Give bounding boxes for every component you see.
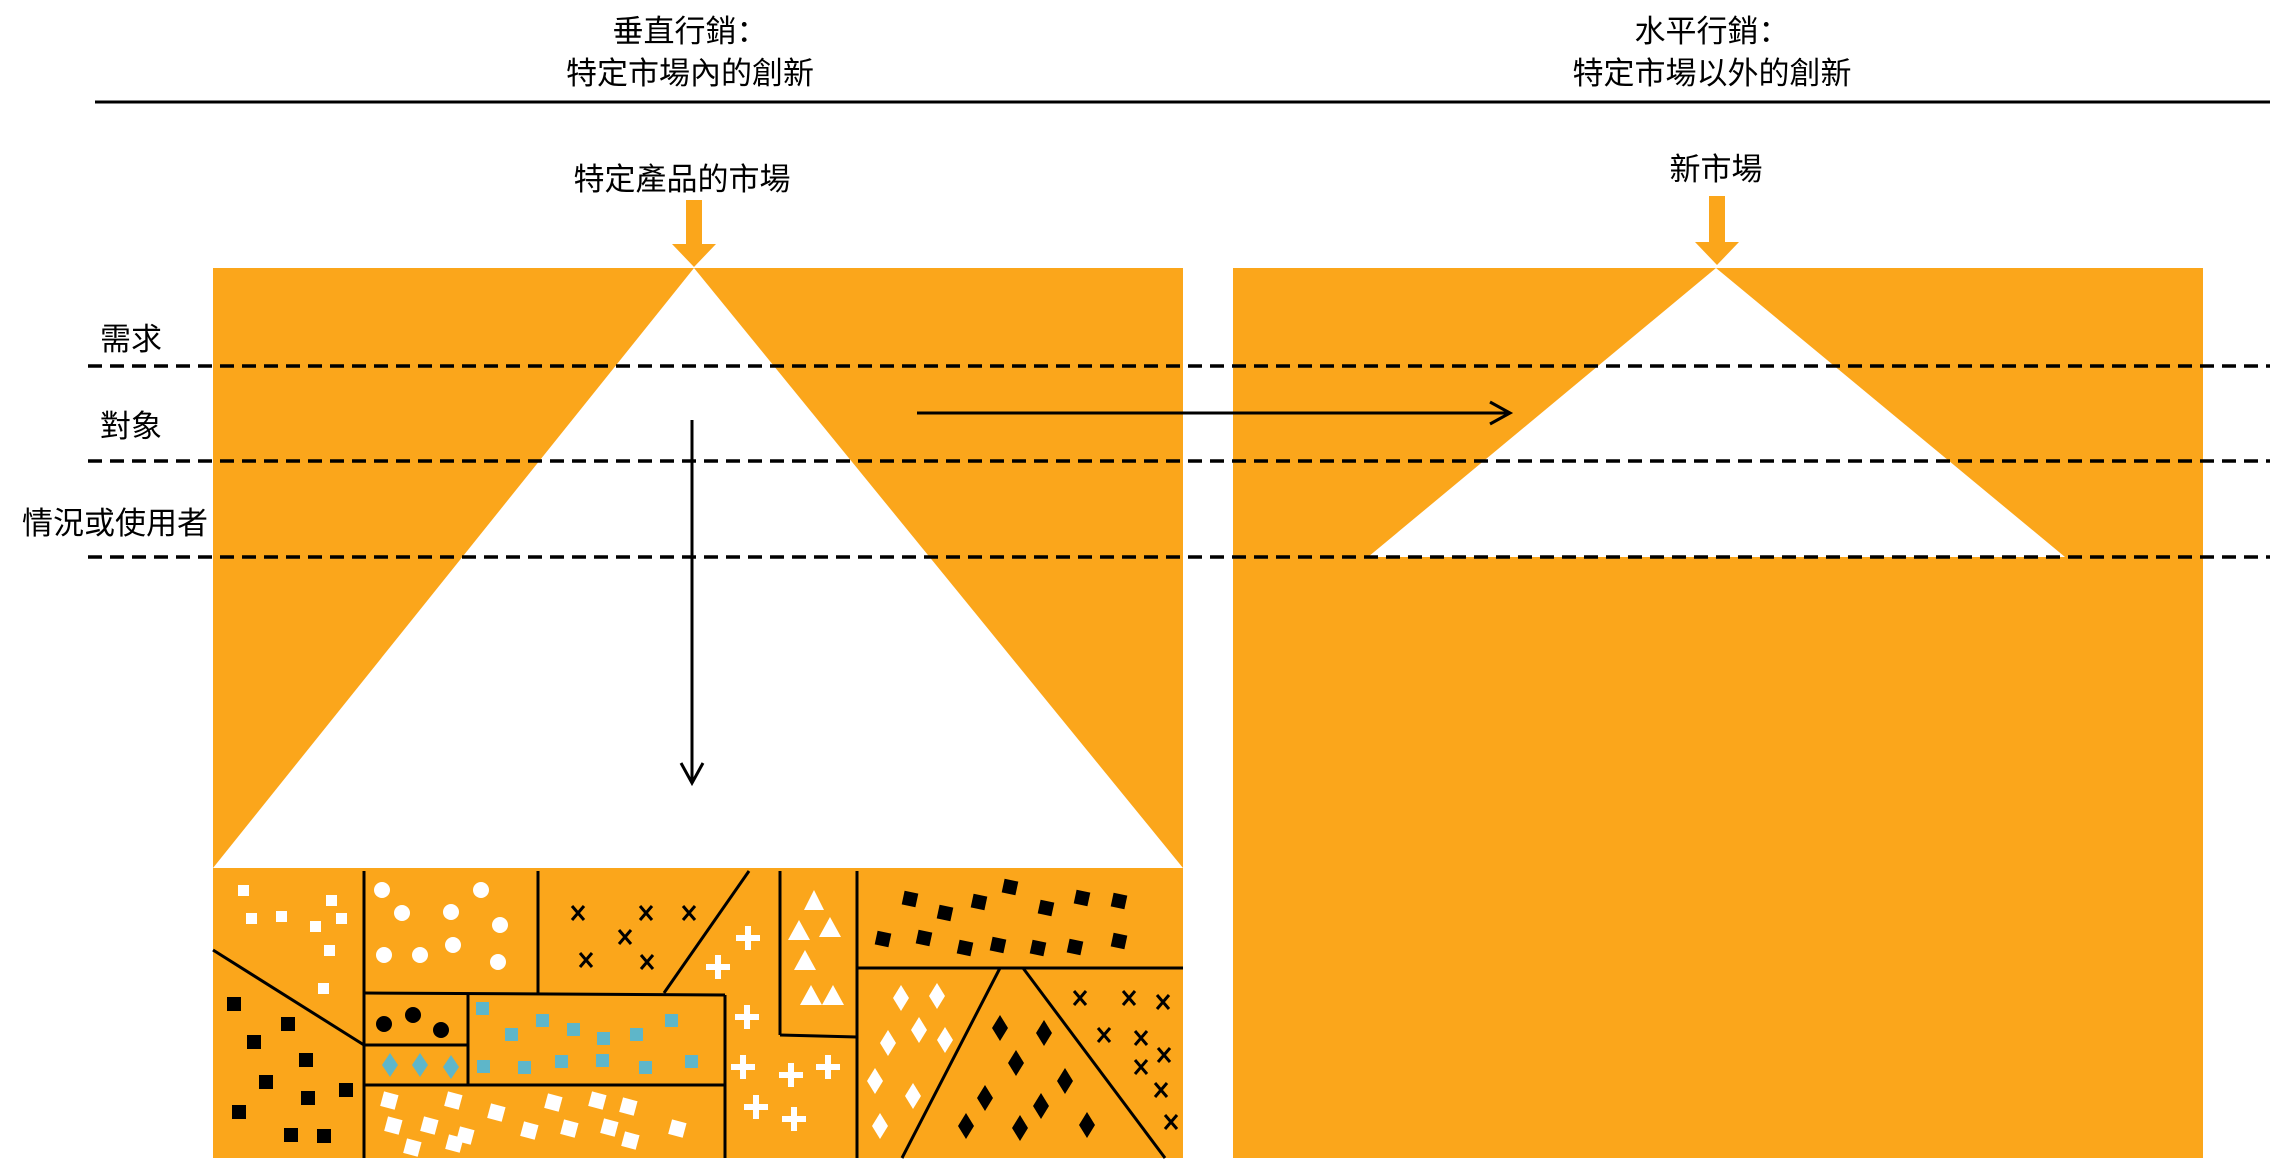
teal-squares (476, 1002, 698, 1074)
horizontal-innovation-arrow (917, 400, 1514, 426)
white-squares-bottom (380, 1091, 687, 1157)
right-entry-arrow (1695, 196, 1739, 265)
black-x-marks-right (1072, 990, 1179, 1130)
segment-lines (212, 870, 1183, 1159)
white-squares-top-left (238, 885, 347, 994)
level-label-need: 需求 (100, 322, 162, 358)
level-label-situation: 情況或使用者 (22, 506, 208, 542)
black-squares-left (227, 997, 353, 1143)
white-plus-signs (706, 926, 840, 1131)
right-market-funnel (1368, 268, 2065, 557)
left-market-funnel (213, 268, 1183, 868)
black-diamonds (958, 1015, 1095, 1141)
segments-background (213, 868, 1183, 1158)
right-panel-top-label: 新市場 (1670, 152, 1763, 188)
level-label-target: 對象 (100, 409, 162, 445)
level-lines (88, 364, 2270, 559)
white-circles (374, 882, 508, 970)
left-header-line2: 特定市場內的創新 (566, 56, 814, 92)
white-diamonds (867, 983, 953, 1139)
black-x-marks-upper (570, 905, 697, 970)
right-header-line1: 水平行銷： (1635, 14, 1790, 50)
vertical-innovation-arrow (679, 420, 705, 787)
black-dots (376, 1007, 449, 1038)
right-header-line2: 特定市場以外的創新 (1573, 56, 1852, 92)
teal-diamonds (382, 1053, 459, 1079)
white-triangles (788, 890, 844, 1005)
market-segments (212, 868, 1183, 1159)
left-entry-arrow (672, 200, 716, 267)
left-header-line1: 垂直行銷： (613, 14, 768, 50)
left-panel-top-label: 特定產品的市場 (574, 162, 791, 198)
black-squares-top-right (874, 878, 1128, 957)
